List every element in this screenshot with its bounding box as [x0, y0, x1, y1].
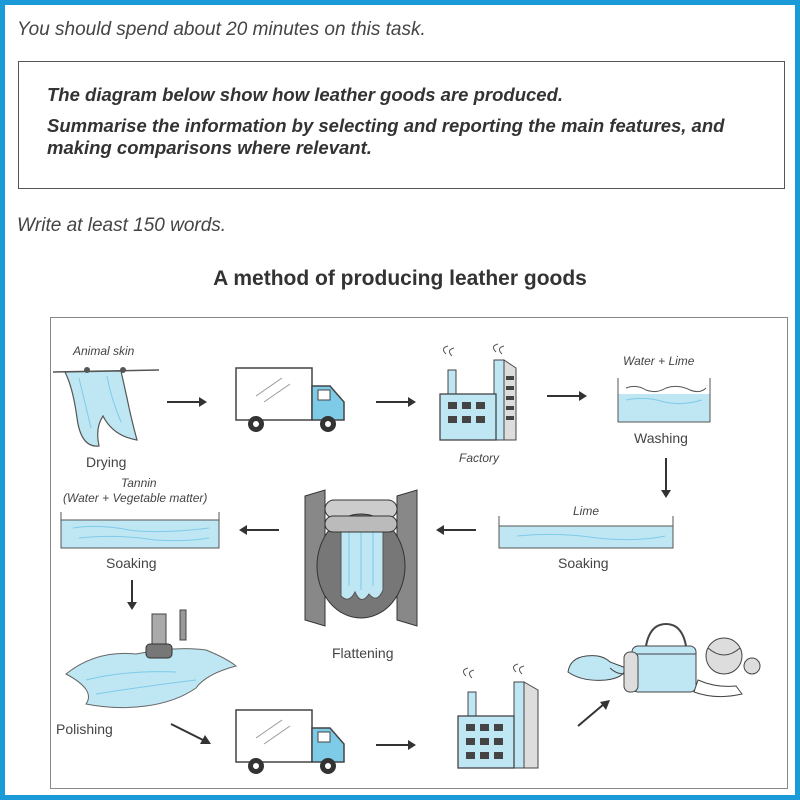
truck-icon: [235, 367, 345, 432]
label-drying: Drying: [86, 454, 127, 470]
arrow-right-icon: [547, 391, 587, 401]
label-washing: Washing: [634, 430, 688, 446]
truck-icon: [235, 709, 345, 774]
lime-tank-icon: [498, 516, 674, 549]
arrow-right-icon: [167, 397, 207, 407]
arrow-right-icon: [376, 397, 416, 407]
word-count-instruction: Write at least 150 words.: [17, 215, 227, 236]
flattening-machine-icon: [304, 489, 418, 627]
washing-tank-icon: [617, 378, 711, 423]
arrow-right-icon: [376, 740, 416, 750]
page: You should spend about 20 minutes on thi…: [5, 5, 795, 795]
time-instruction: You should spend about 20 minutes on thi…: [17, 19, 426, 40]
tannin-tank-icon: [60, 512, 220, 549]
arrow-down-icon: [127, 580, 137, 610]
diagram-title: A method of producing leather goods: [213, 267, 587, 290]
label-tannin-detail: (Water + Vegetable matter): [63, 491, 208, 505]
label-flattening: Flattening: [332, 645, 394, 661]
factory-icon: [457, 663, 539, 769]
task-line-2: Summarise the information by selecting a…: [47, 115, 725, 158]
label-factory: Factory: [459, 451, 500, 465]
arrow-left-icon: [239, 525, 279, 535]
arrow-left-icon: [436, 525, 476, 535]
polishing-icon: [65, 609, 238, 709]
arrow-up-right-icon: [577, 700, 610, 727]
label-animal-skin: Animal skin: [73, 344, 135, 358]
label-tannin: Tannin: [121, 476, 157, 490]
label-soaking-tannin: Soaking: [106, 555, 157, 571]
label-lime: Lime: [573, 504, 600, 518]
label-water-lime: Water + Lime: [623, 354, 695, 368]
task-box: The diagram below show how leather goods…: [18, 61, 785, 189]
arrow-down-right-icon: [170, 723, 211, 744]
label-polishing: Polishing: [56, 721, 113, 737]
leather-goods-icon: [567, 622, 761, 698]
task-line-1: The diagram below show how leather goods…: [47, 84, 564, 105]
factory-icon: [439, 343, 517, 441]
arrow-down-icon: [661, 458, 671, 498]
process-diagram: Animal skin Drying: [50, 317, 788, 789]
label-soaking-lime: Soaking: [558, 555, 609, 571]
drying-skin-icon: [52, 367, 160, 447]
